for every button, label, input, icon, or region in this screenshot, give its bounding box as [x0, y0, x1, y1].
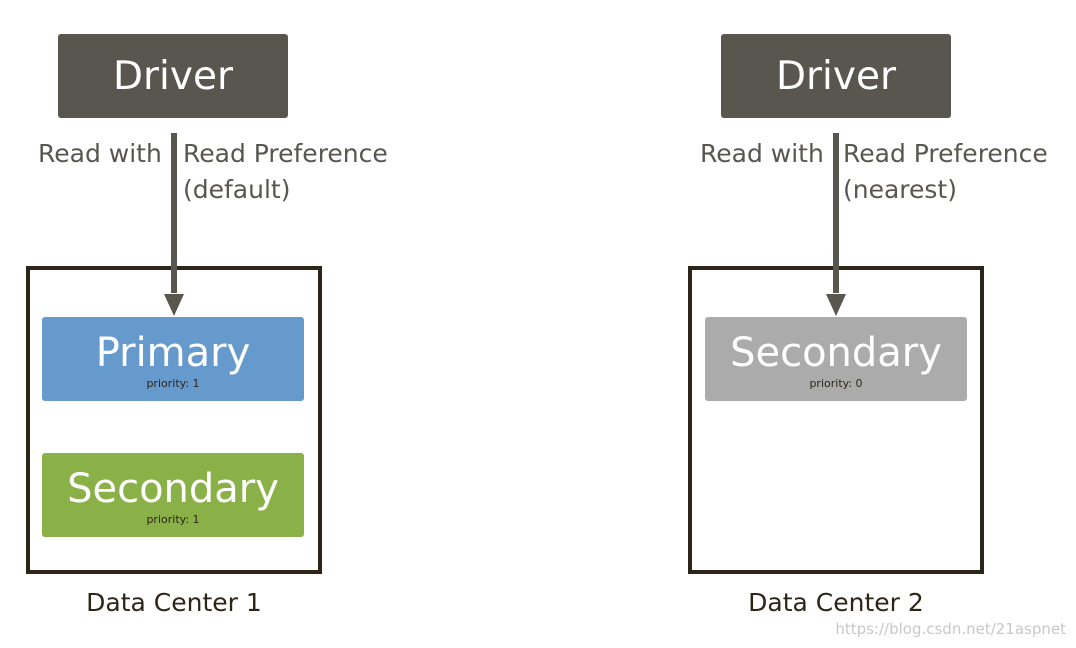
left-read-with-label: Read with	[38, 136, 162, 172]
right-driver-box: Driver	[721, 34, 951, 118]
left-driver-box: Driver	[58, 34, 288, 118]
left-read-arrow-line	[171, 133, 177, 293]
primary-node-priority: priority: 1	[146, 377, 200, 390]
left-driver-label: Driver	[112, 53, 233, 99]
right-read-with-label: Read with	[700, 136, 824, 172]
secondary-node-dc2-name: Secondary	[730, 330, 942, 376]
right-driver-label: Driver	[775, 53, 896, 99]
primary-node-name: Primary	[95, 330, 251, 376]
left-read-mode-label: (default)	[183, 172, 291, 208]
data-center-2-label: Data Center 2	[748, 588, 924, 617]
watermark: https://blog.csdn.net/21aspnet	[835, 620, 1066, 638]
right-read-arrow-head	[826, 294, 846, 316]
right-read-preference-label: Read Preference	[843, 136, 1048, 172]
secondary-node-dc1-priority: priority: 1	[146, 513, 200, 526]
secondary-node-dc1: Secondary priority: 1	[42, 453, 304, 537]
right-read-arrow-line	[833, 133, 839, 293]
primary-node: Primary priority: 1	[42, 317, 304, 401]
data-center-1-label: Data Center 1	[86, 588, 262, 617]
left-read-preference-label: Read Preference	[183, 136, 388, 172]
left-read-arrow-head	[164, 294, 184, 316]
right-read-mode-label: (nearest)	[843, 172, 957, 208]
secondary-node-dc2-priority: priority: 0	[809, 377, 863, 390]
secondary-node-dc1-name: Secondary	[67, 466, 279, 512]
secondary-node-dc2: Secondary priority: 0	[705, 317, 967, 401]
